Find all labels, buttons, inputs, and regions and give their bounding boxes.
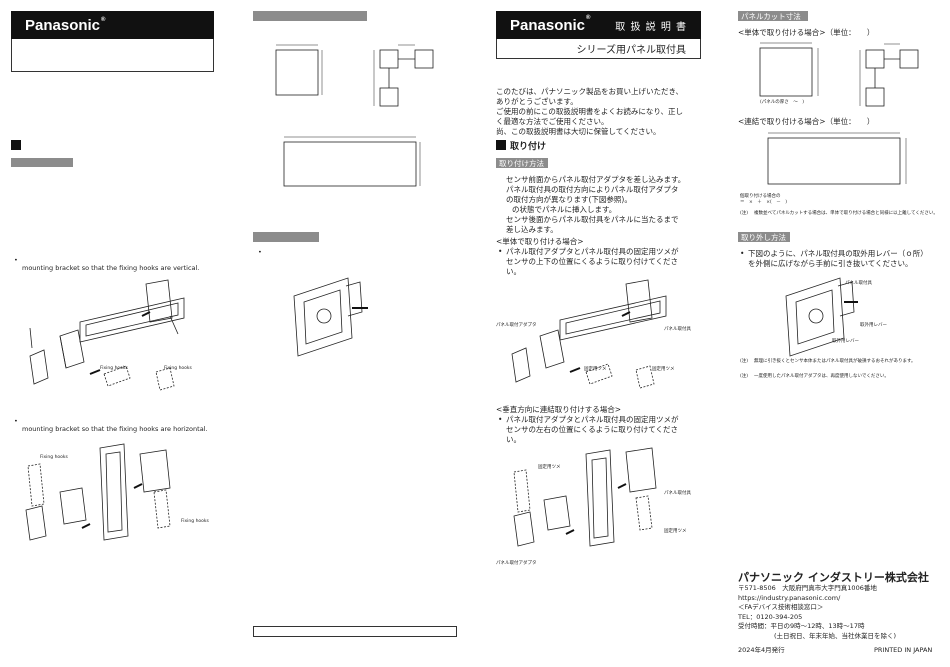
bullet: •	[498, 247, 503, 256]
section-bar	[11, 158, 73, 167]
formula: ＝ × ＋ ×( － )	[740, 200, 788, 205]
fixing-hooks-label: Fixing hooks	[100, 366, 128, 371]
method-text: センサ前面からパネル取付アダプタを差し込みます。 パネル取付具の取付方向によりパ…	[506, 175, 686, 234]
note2: 無理に引き抜くとセンサ本体またはパネル取付具が破損するおそれがあります。	[754, 359, 916, 364]
intro-text: このたびは、パナソニック製品をお買い上げいただき、 ありがとうございます。 ご使…	[496, 87, 684, 136]
multi-cut-heading: <連結で取り付ける場合>（単位： ）	[738, 117, 875, 126]
section-marker	[496, 140, 506, 150]
bracket-label: パネル取付具	[845, 281, 872, 286]
removal-diagram	[293, 277, 368, 357]
title-box	[11, 39, 214, 72]
bullet: •	[498, 415, 503, 424]
adapter-label: パネル取付アダプタ	[496, 561, 537, 566]
brand-logo: Panasonic® 取 扱 説 明 書	[496, 11, 701, 39]
tab-label: 固定用ツメ	[538, 465, 561, 470]
fixing-hooks-label: Fixing hooks	[164, 366, 192, 371]
issue-date: 2024年4月発行	[738, 646, 785, 654]
company-info: 〒571-8506 大阪府門真市大字門真1006番地 https://indus…	[738, 584, 897, 640]
bullet: •	[14, 417, 18, 425]
bracket-label: パネル取付具	[664, 327, 691, 332]
remove-bar: 取り外し方法	[738, 232, 790, 242]
panel-thickness: (パネルの厚さ ～ )	[760, 100, 805, 105]
multi-desc: パネル取付アダプタとパネル取付具の固定用ツメが センサの左右の位置にくるように取…	[506, 415, 679, 444]
subtitle: シリーズ用パネル取付具	[576, 45, 687, 56]
tab-label: 固定用ツメ	[652, 367, 675, 372]
single-mount-diagram-jp	[511, 279, 667, 389]
note-mark: (注)	[740, 359, 749, 364]
fixing-hooks-label: Fixing hooks	[181, 519, 209, 524]
method-bar: 取り付け方法	[496, 158, 548, 168]
multi-heading: <垂直方向に連結取り付けする場合>	[496, 405, 622, 414]
multi-instruction: mounting bracket so that the fixing hook…	[22, 425, 208, 433]
manual-title: 取 扱 説 明 書	[615, 21, 687, 33]
company-name: パナソニック インダストリー株式会社	[738, 571, 929, 584]
note3: 一度使用したパネル取付アダプタは、再度使用しないでください。	[754, 374, 889, 379]
bracket-label: パネル取付具	[664, 491, 691, 496]
subtitle-box: シリーズ用パネル取付具	[496, 39, 701, 59]
section-marker	[11, 140, 21, 150]
tab-label: 固定用ツメ	[664, 529, 687, 534]
removal-diagram-jp	[785, 277, 858, 357]
single-heading: <単体で取り付ける場合>	[496, 237, 584, 246]
panel-cut-single-diagram	[275, 44, 434, 107]
lever-label: 取外用レバー	[860, 323, 887, 328]
bullet: •	[740, 249, 745, 258]
cut-single-dim-diagram	[759, 42, 919, 107]
fixing-hooks-label: Fixing hooks	[40, 455, 68, 460]
company-url[interactable]: https://industry.panasonic.com/	[738, 593, 841, 602]
formula-label: 個取り付ける場合の	[740, 194, 781, 199]
section-bar	[253, 11, 367, 21]
note-mark: (注)	[740, 211, 749, 216]
bullet: •	[258, 248, 262, 256]
single-desc: パネル取付アダプタとパネル取付具の固定用ツメが センサの上下の位置にくるように取…	[506, 247, 679, 276]
multi-mount-diagram-jp	[513, 447, 657, 547]
panel-cut-multi-diagram	[283, 136, 421, 187]
section-title: 取り付け	[510, 142, 547, 152]
cut-bar: パネルカット寸法	[738, 11, 808, 21]
note-mark: (注)	[740, 374, 749, 379]
single-instruction: mounting bracket so that the fixing hook…	[22, 264, 200, 272]
multi-mount-diagram	[25, 443, 171, 541]
lever-label: 取外用レバー	[832, 339, 859, 344]
brand-logo: Panasonic®	[11, 11, 214, 39]
printed-in: PRINTED IN JAPAN	[874, 646, 933, 654]
bottom-box	[253, 626, 457, 637]
section-bar	[253, 232, 319, 242]
tab-label: 固定用ツメ	[584, 367, 607, 372]
bullet: •	[14, 256, 18, 264]
cut-multi-dim-diagram	[767, 132, 907, 185]
remove-desc: 下図のように、パネル取付具の取外用レバー（ｏ所） を外側に広げながら手前に引き抜…	[748, 249, 928, 268]
single-cut-heading: <単体で取り付ける場合>（単位： ）	[738, 28, 875, 37]
single-mount-diagram	[29, 279, 185, 391]
note1: 複数並べてパネルカットする場合は、単体で取り付ける場合と同様に以上離してください…	[754, 211, 938, 216]
adapter-label: パネル取付アダプタ	[496, 323, 537, 328]
